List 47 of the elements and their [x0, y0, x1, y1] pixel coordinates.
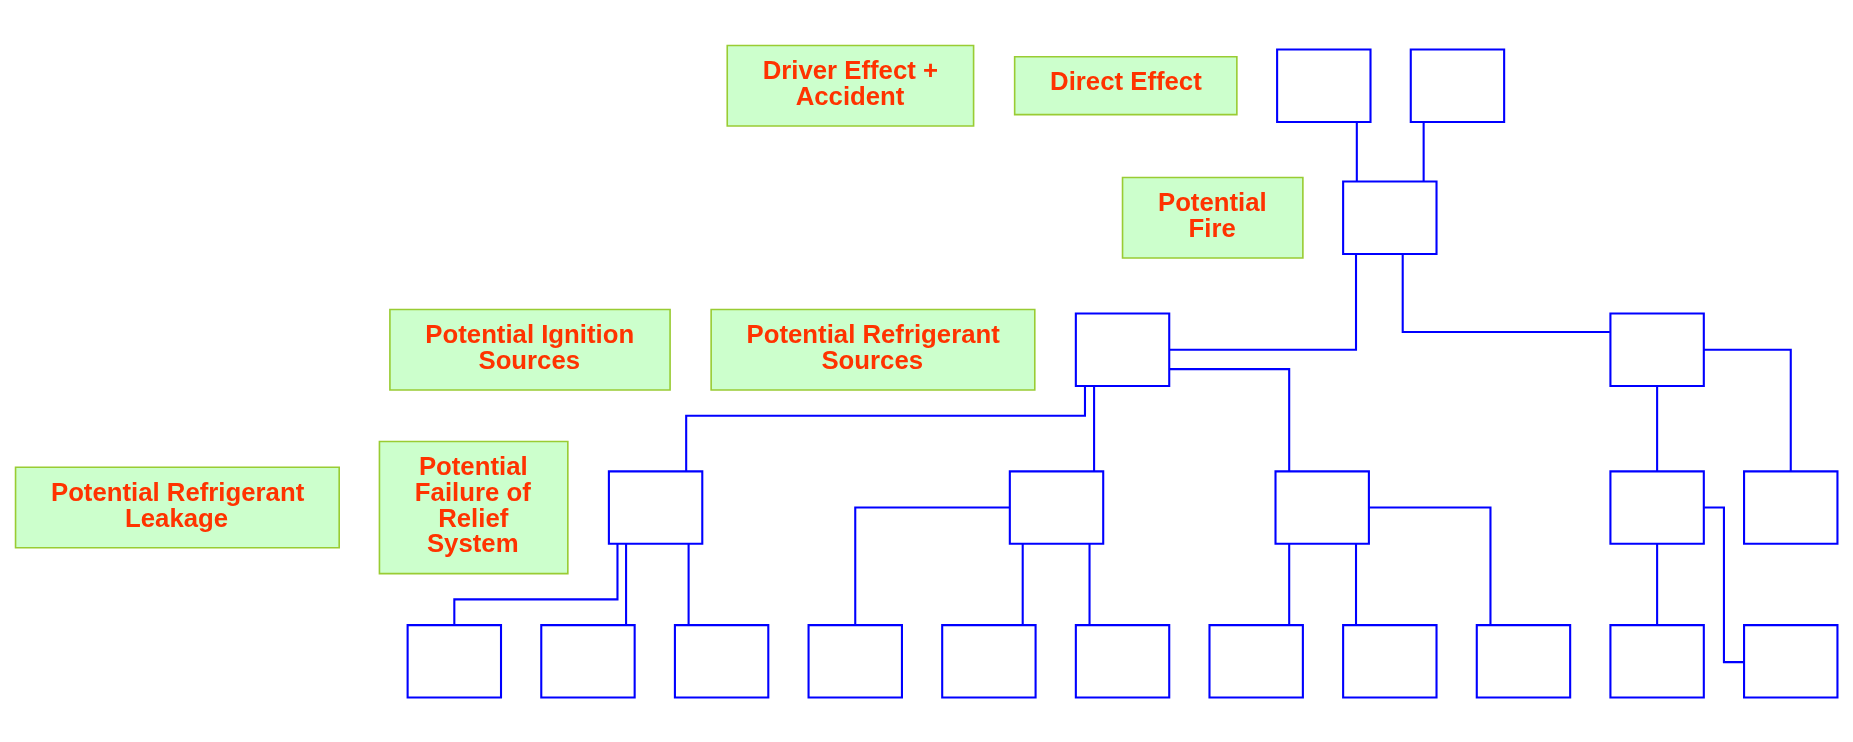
connector: [854, 506, 1010, 625]
connector: [1656, 543, 1659, 625]
connector: [1401, 254, 1610, 333]
node-box: [1342, 623, 1438, 699]
node-box: [1008, 469, 1105, 545]
node-box: Potential Failure of Relief System: [378, 440, 569, 574]
connector: [687, 543, 690, 625]
node-box: [1074, 623, 1171, 699]
node-box: [1475, 623, 1572, 699]
connector: [625, 543, 628, 625]
connector: [1703, 348, 1792, 471]
connector: [1656, 385, 1659, 471]
node-box: [607, 469, 704, 545]
node-box: Potential Refrigerant Leakage: [14, 466, 340, 549]
node-box: [1743, 623, 1839, 699]
node-box: [1276, 47, 1372, 123]
node-box: [673, 623, 770, 699]
connector: [1088, 543, 1091, 625]
node-box: [1609, 312, 1705, 387]
node-box: [1743, 469, 1839, 545]
node-box: [540, 623, 636, 699]
node-box: [406, 623, 503, 699]
connector: [1355, 121, 1358, 181]
node-box: Driver Effect + Accident: [726, 44, 975, 127]
node-box: [1609, 469, 1705, 545]
connector: [1093, 385, 1096, 471]
connector: [1369, 506, 1492, 625]
connector: [1169, 367, 1291, 471]
connector: [1704, 506, 1744, 663]
connector: [1169, 254, 1358, 351]
node-box: [1342, 179, 1438, 255]
node-box: [807, 623, 903, 699]
node-box: [1274, 469, 1370, 545]
node-box: [1074, 312, 1171, 387]
node-box: Potential Ignition Sources: [389, 308, 671, 391]
connector: [1021, 543, 1024, 625]
connector: [1354, 543, 1358, 625]
node-box: [1208, 623, 1304, 699]
node-box: Direct Effect: [1013, 55, 1238, 115]
node-box: Potential Refrigerant Sources: [710, 308, 1036, 391]
node-box: Potential Fire: [1121, 176, 1304, 259]
node-box: [1409, 47, 1506, 123]
connector: [1422, 121, 1425, 181]
connector: [685, 386, 1086, 471]
node-box: [941, 623, 1037, 699]
node-box: [1609, 623, 1705, 699]
connector: [1288, 543, 1291, 625]
